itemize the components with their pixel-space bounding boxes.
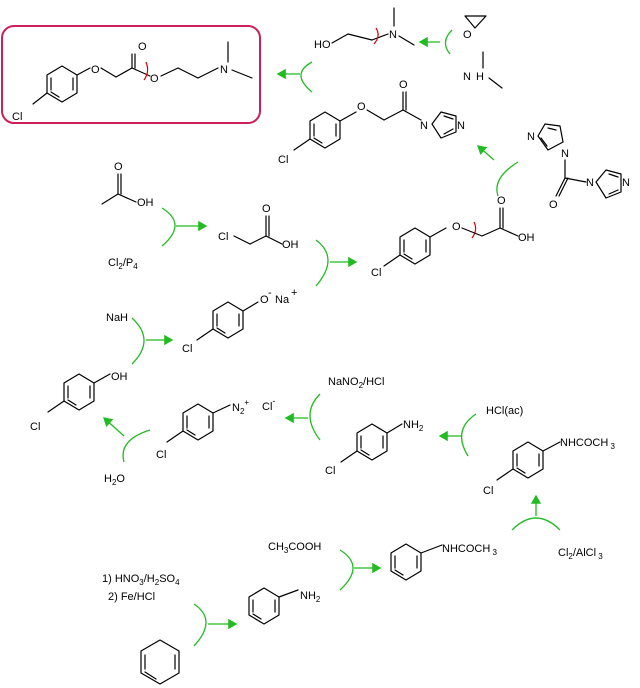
phenoxyacetic-o-carbonyl: O [497,195,506,207]
reagent-nano2-hcl: NaNO2/HCl [328,376,384,390]
arrow-to-chloroacetanilide-input [511,517,561,531]
acetic-acid-o: O [114,161,123,173]
acetanilide-nhcoch3: NHCOCH 3 [442,543,498,557]
phenoxide-minus: - [268,287,272,299]
phenoxide-o: O [260,294,269,306]
reagent-h2o: H2O [104,473,125,487]
target-molecule: Cl O O O N [12,41,253,123]
target-o-ether: O [91,64,100,76]
acyl-imidazole-cl: Cl [278,154,288,166]
arrow-to-acetanilide-input [339,549,354,591]
chloroacetic-acid: Cl O OH [218,203,299,251]
chloroacetanilide-nhcoch3: NHCOCH 3 [560,437,616,451]
target-n: N [220,64,228,76]
sodium-phenoxide: Cl O - Na + [182,287,297,355]
chloroaniline-nh2: NH2 [403,419,424,433]
cdi-n-link1: N [561,148,569,160]
phenoxide-na: Na [275,294,290,306]
acetanilide: NHCOCH 3 [390,543,498,581]
arrow-to-target-input [300,61,313,93]
carbonyldiimidazole: N N O N N [527,123,630,211]
arrow-to-aniline-input [193,603,207,647]
target-box [1,25,261,124]
arrow-to-phenol-input [122,429,151,463]
diazonium-n2: N2+ [232,398,249,416]
chloroacetic-cl: Cl [218,231,228,243]
arrow-to-chloroacetic-input [161,207,176,247]
chloroacetanilide-cl: Cl [483,485,493,497]
diazonium-counterion: Cl- [262,396,275,413]
arrow-to-phenoxyacetic-input [315,239,329,287]
dma-h: H [476,71,484,83]
arrow-to-phenoxide-input [131,317,145,365]
chlorophenol-oh: OH [111,371,128,383]
acyl-imidazole-n3: N [457,120,465,132]
phenoxide-cl: Cl [182,343,192,355]
acyl-imidazole-o-carbonyl: O [399,79,408,91]
chloroacetic-oh: OH [282,239,299,251]
aniline-nh2: NH2 [300,590,321,604]
reagent-hcl-ac: HCl(ac) [486,405,523,417]
dimethylamine: N H [463,51,503,89]
diazonium-cl: Cl [156,449,166,461]
target-o-carbonyl: O [138,41,147,53]
arrow-to-dmae-input [444,29,453,55]
acyl-imidazole-o-ether: O [357,101,366,113]
arrow-to-acyl-imidazole [477,145,495,161]
reagent-cl2-p4: Cl2/P4 [108,257,138,271]
reagent-step2: 2) Fe/HCl [108,591,155,603]
diazonium-salt: Cl N2+ Cl- [156,396,275,461]
chlorophenoxyacetic-acid: Cl O O OH [371,195,535,279]
target-o-ester: O [150,73,159,85]
reagent-nah: NaH [106,312,128,324]
cdi-n-link2: N [586,177,594,189]
cdi-n-top: N [527,131,535,143]
ho-label: HO [314,39,331,51]
arrow-to-phenol [103,417,125,437]
chloroacetic-o: O [262,203,271,215]
chloroacetanilide: Cl NHCOCH 3 [483,437,616,497]
arrow-to-acyl-imidazole-input [496,161,519,197]
acetic-acid: O OH [101,161,154,209]
benzene [140,639,180,685]
acyl-imidazole: Cl O O N N [278,79,465,166]
acetic-acid-oh: OH [137,197,154,209]
cdi-o: O [549,199,558,211]
acyl-imidazole-n1: N [420,120,428,132]
phenoxide-plus: + [291,287,297,299]
arrow-to-chloroaniline-input [460,413,477,457]
aniline: NH2 [248,587,321,625]
reagent-ch3cooh: CH3COOH [268,541,321,555]
reagent-step1: 1) HNO3/H2SO4 [102,573,180,587]
phenoxyacetic-cl: Cl [371,267,381,279]
epoxide-o: O [463,29,472,41]
cdi-n-right: N [622,177,630,189]
target-cl: Cl [12,111,22,123]
phenoxyacetic-o-ether: O [452,221,461,233]
chloroaniline-cl: Cl [325,465,335,477]
chlorophenol-cl: Cl [30,421,40,433]
dmae-n: N [389,29,397,41]
epoxide: O [463,15,487,41]
chlorophenol: Cl OH [30,371,128,433]
arrow-to-diazonium-input [309,393,321,441]
chloroaniline: Cl NH2 [325,419,424,477]
dma-n: N [463,71,471,83]
reagent-cl2-alcl3: Cl2/AlCl 3 [558,547,603,561]
phenoxyacetic-oh: OH [518,232,535,244]
dimethylaminoethanol: HO N [314,7,415,51]
